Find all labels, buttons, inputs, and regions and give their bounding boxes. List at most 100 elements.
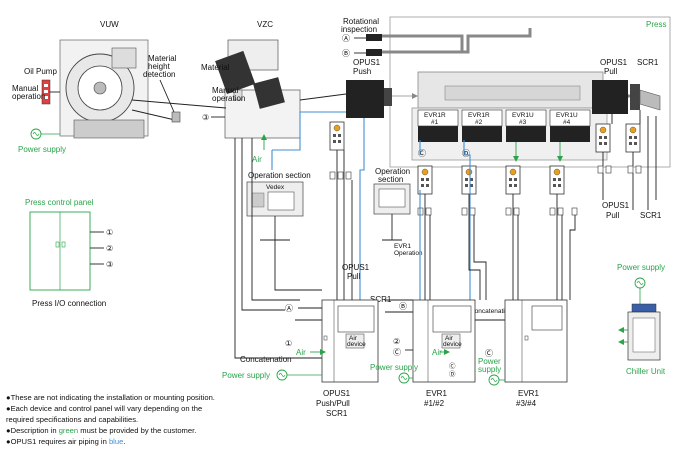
svg-text:Operation: Operation	[394, 250, 423, 257]
svg-text:operation: operation	[12, 92, 45, 101]
svg-text:Pull: Pull	[606, 211, 620, 220]
press-label: Press	[646, 20, 666, 29]
svg-text:Air: Air	[349, 335, 358, 342]
svg-text:Air: Air	[296, 348, 306, 357]
svg-text:Push: Push	[353, 67, 371, 76]
svg-text:#2: #2	[475, 119, 483, 126]
svg-text:OPUS1: OPUS1	[353, 58, 381, 67]
svg-text:Air: Air	[445, 335, 454, 342]
opus1-pull-top: OPUS1 Pull SCR1	[592, 58, 661, 114]
cabinet-evr1-34: EVR1 #3/#4	[504, 299, 568, 408]
note-3: required specifications and capabilities…	[6, 415, 139, 424]
svg-text:OPUS1: OPUS1	[323, 389, 351, 398]
svg-text:Rotational: Rotational	[343, 17, 379, 26]
svg-text:#4: #4	[563, 119, 571, 126]
power-supply-cab1: Power supply	[222, 369, 322, 381]
evr-heads: EVR1R #1 EVR1R #2 EVR1U #3 EVR1U #4 Ⓒ Ⓓ	[417, 109, 591, 162]
svg-text:Ⓒ: Ⓒ	[485, 349, 493, 358]
svg-text:EVR1: EVR1	[394, 243, 411, 250]
mark-b: Ⓑ	[342, 49, 350, 58]
svg-text:Ⓒ: Ⓒ	[418, 149, 426, 158]
svg-text:①: ①	[106, 228, 113, 237]
note-4: ●Description in green must be provided b…	[6, 426, 197, 435]
svg-text:Power supply: Power supply	[617, 263, 665, 272]
power-supply-left: Power supply	[18, 128, 66, 154]
opus1-push: OPUS1 Push	[346, 58, 392, 118]
svg-text:Power supply: Power supply	[370, 363, 418, 372]
svg-text:device: device	[347, 341, 366, 348]
svg-text:Operation: Operation	[375, 167, 410, 176]
svg-text:Ⓐ: Ⓐ	[285, 304, 293, 313]
svg-text:SCR1: SCR1	[326, 409, 348, 418]
svg-text:Vedex: Vedex	[266, 184, 285, 191]
svg-text:OPUS1: OPUS1	[342, 263, 370, 272]
svg-text:device: device	[443, 341, 462, 348]
mark-a: Ⓐ	[342, 34, 350, 43]
svg-text:①: ①	[285, 339, 292, 348]
power-supply-cab2: Power supply	[370, 363, 418, 384]
svg-text:inspection: inspection	[341, 25, 377, 34]
svg-text:#3/#4: #3/#4	[516, 399, 537, 408]
svg-text:height: height	[148, 62, 171, 71]
svg-text:EVR1: EVR1	[426, 389, 447, 398]
svg-text:OPUS1: OPUS1	[602, 201, 630, 210]
svg-text:EVR1R: EVR1R	[468, 112, 490, 119]
svg-text:③: ③	[106, 260, 113, 269]
svg-text:Concatenation: Concatenation	[470, 308, 512, 315]
cabinet-evr1-12: Air device Air Ⓒ Ⓓ EVR1 #1/#2	[412, 299, 476, 408]
manual-operation-label: Manual	[12, 84, 38, 93]
svg-text:②: ②	[393, 337, 400, 346]
note-1: ●These are not indicating the installati…	[6, 393, 215, 402]
power-supply-left-label: Power supply	[18, 145, 66, 154]
note-2: ●Each device and control panel will vary…	[6, 404, 203, 413]
svg-text:#1/#2: #1/#2	[424, 399, 445, 408]
svg-text:EVR1: EVR1	[518, 389, 539, 398]
svg-text:Power supply: Power supply	[222, 371, 270, 380]
svg-text:operation: operation	[212, 94, 245, 103]
svg-text:Press control panel: Press control panel	[25, 198, 94, 207]
manual-operation2-label: Manual	[212, 86, 238, 95]
svg-text:Operation section: Operation section	[248, 171, 311, 180]
svg-text:Pull: Pull	[604, 67, 618, 76]
oil-pump-label: Oil Pump	[24, 67, 57, 76]
rotational-inspection: Rotational inspection Ⓐ Ⓑ	[341, 17, 382, 58]
svg-text:Power: Power	[478, 357, 501, 366]
svg-text:Ⓓ: Ⓓ	[449, 370, 456, 378]
cabinet-opus1: Air device Air OPUS1 Push/Pull SCR1	[296, 299, 379, 418]
operation-section-1: Operation section Vedex	[246, 171, 311, 241]
chiller-unit: Power supply Chiller Unit	[617, 263, 666, 376]
svg-text:#1: #1	[431, 119, 439, 126]
vuw-machine: VUW Oil Pump Manual operation Material h…	[12, 20, 181, 139]
svg-text:SCR1: SCR1	[637, 58, 659, 67]
svg-text:Air: Air	[432, 348, 442, 357]
svg-text:Ⓑ: Ⓑ	[399, 302, 407, 311]
svg-text:EVR1U: EVR1U	[556, 112, 578, 119]
material-height-label: Material	[148, 54, 177, 63]
svg-text:OPUS1: OPUS1	[600, 58, 628, 67]
svg-text:Chiller Unit: Chiller Unit	[626, 367, 666, 376]
operation-section-2: Operation section EVR1 Operation	[373, 167, 423, 257]
svg-text:Push/Pull: Push/Pull	[316, 399, 350, 408]
vzc-label: VZC	[257, 20, 273, 29]
svg-text:SCR1: SCR1	[640, 211, 662, 220]
mark-3-vzc: ③	[202, 113, 209, 122]
press-control-panel: Press control panel ① ② ③ Press I/O conn…	[25, 198, 113, 308]
svg-text:Ⓒ: Ⓒ	[393, 348, 401, 357]
svg-text:supply: supply	[478, 365, 501, 374]
svg-text:Ⓒ: Ⓒ	[449, 362, 456, 370]
air-top: Air	[252, 134, 267, 164]
svg-text:②: ②	[106, 244, 113, 253]
air-top-label: Air	[252, 155, 262, 164]
vuw-label: VUW	[100, 20, 119, 29]
power-supply-cab3: Power supply	[478, 357, 505, 386]
wiring	[234, 110, 657, 370]
vzc-machine: VZC Material Manual operation ③	[201, 20, 301, 139]
svg-text:#3: #3	[519, 119, 527, 126]
note-5: ●OPUS1 requires air piping in blue.	[6, 437, 126, 446]
svg-text:detection: detection	[143, 70, 175, 79]
svg-text:Pull: Pull	[347, 272, 361, 281]
svg-text:section: section	[378, 175, 403, 184]
svg-text:SCR1: SCR1	[370, 295, 392, 304]
